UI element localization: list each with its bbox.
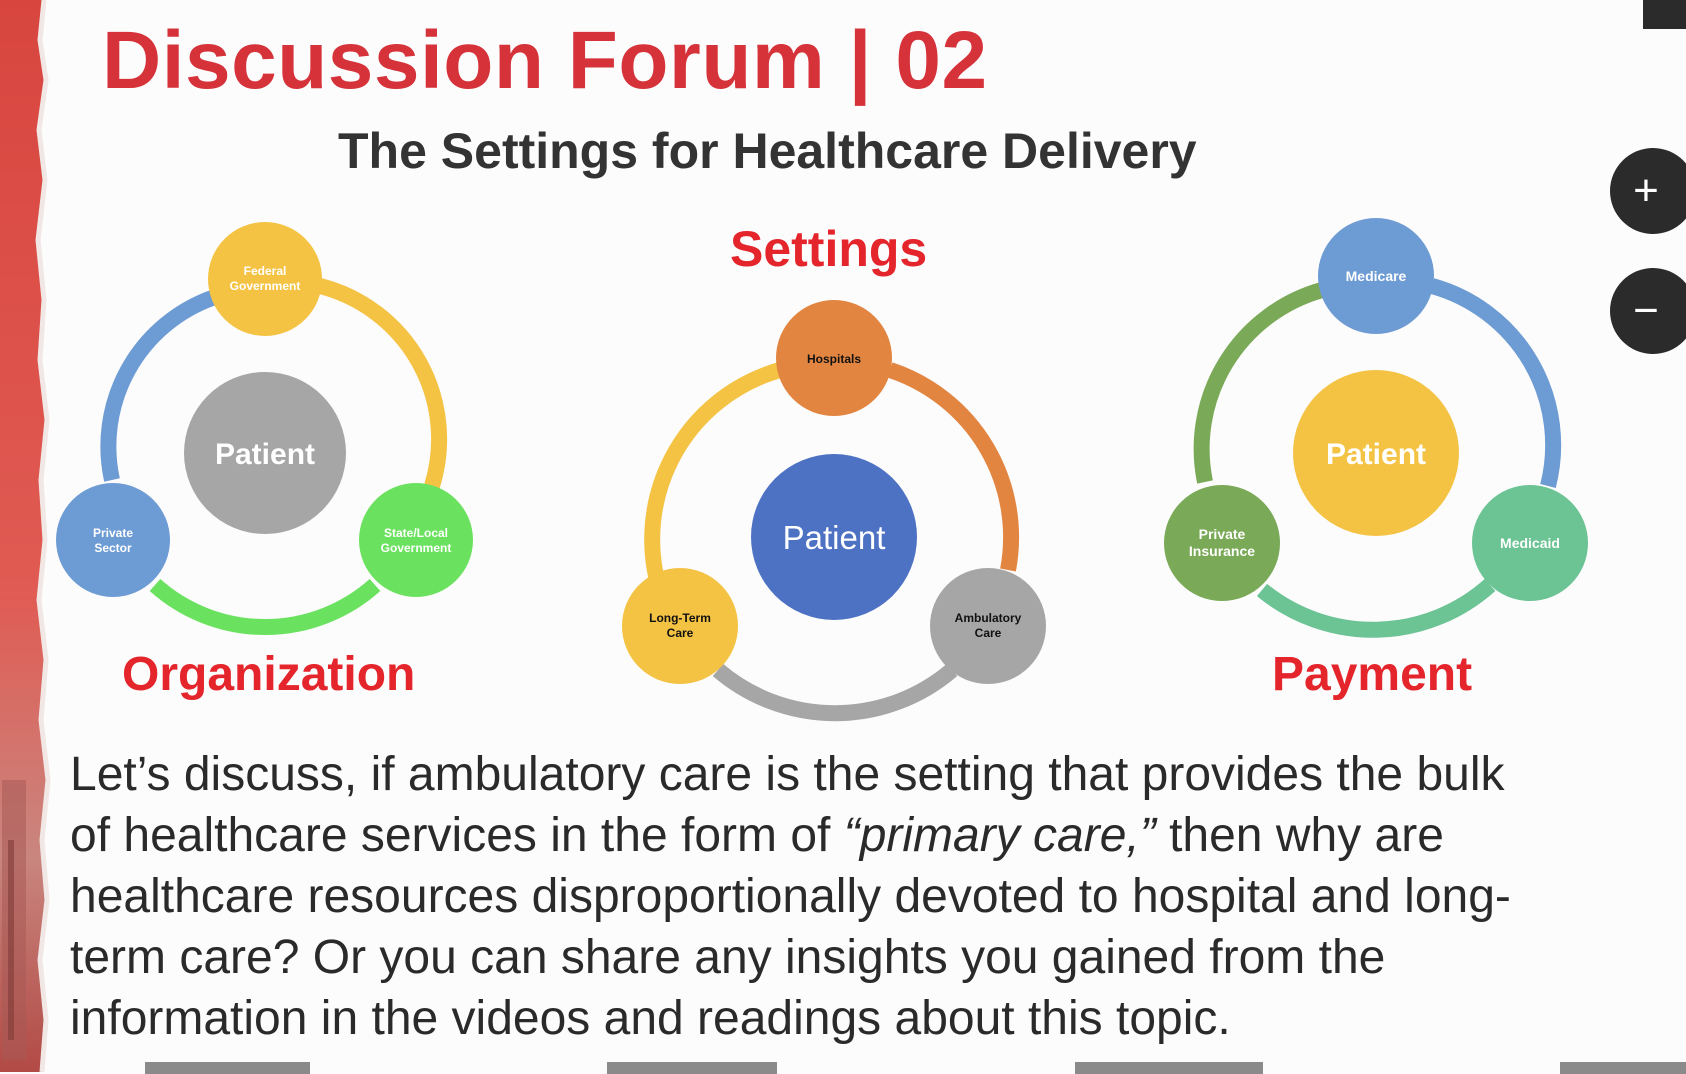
organization-center-label: Patient [215,438,315,471]
thumbnail-strip-3[interactable] [1075,1062,1263,1074]
federal-government-node [208,222,322,336]
organization-label: Organization [122,648,416,701]
plus-icon: + [1633,166,1659,215]
medicare-node [1318,218,1434,334]
payment-center-node [1293,370,1459,536]
thumbnail-strip-4[interactable] [1560,1062,1686,1074]
torn-paper-edge [0,0,51,1072]
thumbnail-strip-1[interactable] [145,1062,310,1074]
minus-icon: − [1633,286,1659,335]
ambulatory-care-node [930,568,1046,684]
medicaid-label: Medicaid [1500,535,1560,551]
settings-center-label: Patient [783,519,886,556]
private-insurance-node [1164,485,1280,601]
private-sector-node [56,483,170,597]
long-term-care-node [622,568,738,684]
payment-label: Payment [1272,648,1473,701]
zoom-in-button[interactable]: + [1610,148,1686,234]
hospitals-node [776,300,892,416]
zoom-out-button[interactable]: − [1610,268,1686,354]
slide-subtitle: The Settings for Healthcare Delivery [338,123,1197,179]
payment-center-label: Patient [1326,438,1426,471]
organization-center-node [184,372,346,534]
medicare-label: Medicare [1346,268,1407,284]
corner-tab [1643,0,1686,29]
medicaid-node [1472,485,1588,601]
state-local-government-node [359,483,473,597]
settings-center-node [751,454,917,620]
hospitals-label: Hospitals [807,352,861,366]
thumbnail-strip-2[interactable] [607,1062,777,1074]
settings-label: Settings [730,221,928,277]
discussion-prompt: Let’s discuss, if ambulatory care is the… [70,748,1511,1045]
slide-title: Discussion Forum | 02 [102,15,988,106]
